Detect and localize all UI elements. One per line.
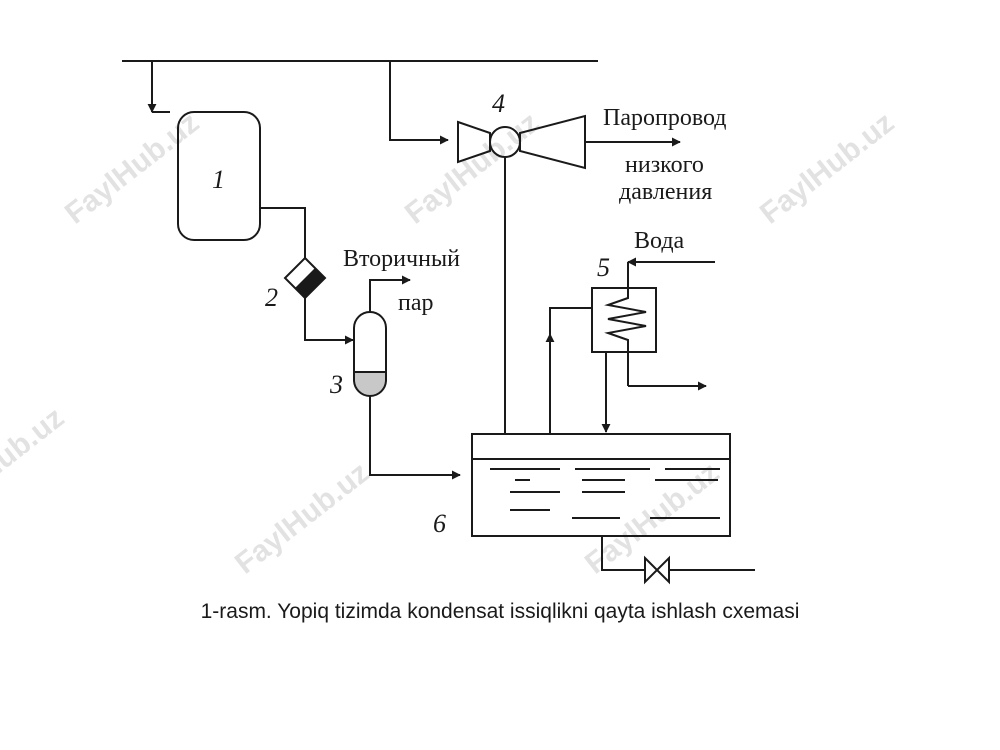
vapor-connector [549, 307, 592, 336]
steam-line-label-1: Паропровод [603, 105, 727, 131]
drain-line [601, 536, 645, 571]
watermark: FaylHub.uz [399, 106, 545, 231]
condenser-5-number: 5 [597, 253, 610, 282]
flash-tank-3 [353, 311, 387, 397]
secondary-steam-label-line2: пар [398, 290, 434, 316]
figure-caption: 1-rasm. Yopiq tizimda kondensat issiqlik… [200, 600, 800, 623]
watermark: FaylHub.uz [754, 106, 900, 231]
vessel-1-number: 1 [212, 165, 225, 194]
condensate-to-tank-line [369, 396, 461, 480]
watermark: FaylHub.uz [229, 456, 375, 581]
trap-to-flash-tank-line [304, 298, 354, 345]
secondary-steam-label-line1: Вторичный [343, 246, 460, 272]
watermark: FaylHub.uz [59, 106, 205, 231]
steam-line-label-3: давления [619, 179, 712, 205]
secondary-steam-line [369, 275, 411, 312]
watermark: FaylHub.uz [0, 401, 70, 526]
drain-valve [644, 555, 670, 585]
tank-6-number: 6 [433, 509, 446, 538]
water-label: Вода [634, 228, 685, 254]
flash-tank-3-number: 3 [329, 370, 343, 399]
steam-line-label-2: низкого [625, 152, 704, 178]
vessel-1-outlet-line [260, 207, 306, 258]
steam-to-injector-line [389, 61, 449, 145]
thermocompressor-4-number: 4 [492, 89, 505, 118]
steam-trap-2 [283, 256, 327, 300]
vessel-1 [177, 111, 261, 241]
trap-2-number: 2 [265, 283, 278, 312]
condenser-5 [591, 262, 657, 386]
watermarks: FaylHub.uz FaylHub.uz FaylHub.uz FaylHub… [0, 106, 900, 581]
